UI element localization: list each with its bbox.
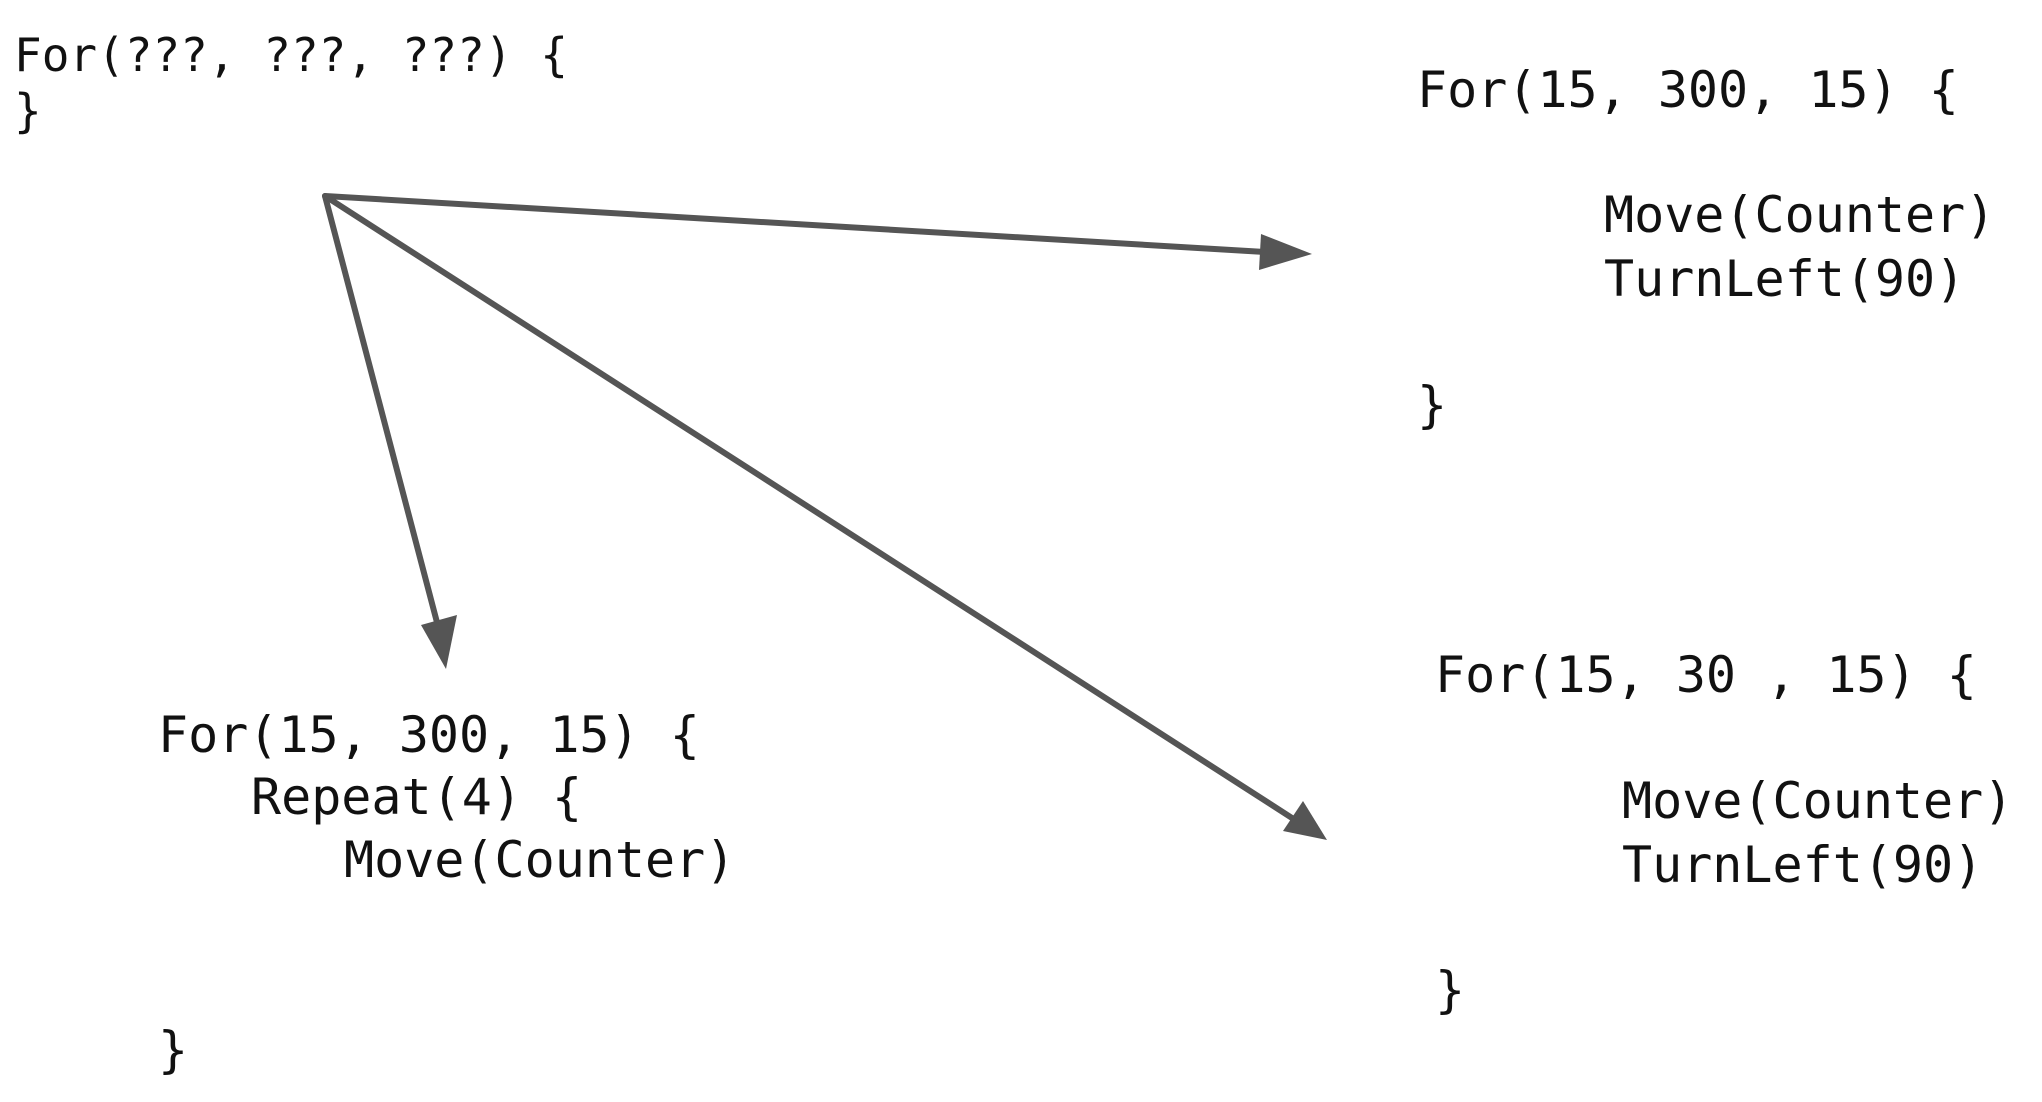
arrowhead-top-right	[1259, 234, 1312, 270]
top-right-for-open: For(15, 300, 15) {	[1417, 61, 1959, 119]
top-right-for-close: }	[1417, 376, 1448, 434]
top-right-turn-left: TurnLeft(90)	[1604, 250, 1966, 308]
bottom-right-for-open: For(15, 30 , 15) {	[1435, 646, 1977, 704]
bottom-right-move-counter: Move(Counter)	[1622, 772, 2014, 830]
repeat-open: Repeat(4) {	[251, 768, 583, 826]
arrowhead-bottom-right	[1283, 801, 1327, 840]
arrow-to-bottom-left	[322, 193, 442, 633]
nested-for-open: For(15, 300, 15) {	[158, 706, 700, 764]
arrow-to-bottom-right	[322, 193, 1295, 821]
template-for-open: For(???, ???, ???) {	[14, 28, 568, 82]
arrowhead-bottom-left	[421, 615, 457, 669]
template-for-close: }	[14, 84, 42, 138]
bottom-right-turn-left: TurnLeft(90)	[1622, 836, 1984, 894]
arrow-to-top-right	[322, 193, 1268, 255]
nested-for-close: }	[158, 1021, 189, 1079]
repeat-move-counter: Move(Counter)	[344, 831, 736, 889]
bottom-right-for-close: }	[1435, 961, 1466, 1019]
top-right-move-counter: Move(Counter)	[1604, 186, 1996, 244]
